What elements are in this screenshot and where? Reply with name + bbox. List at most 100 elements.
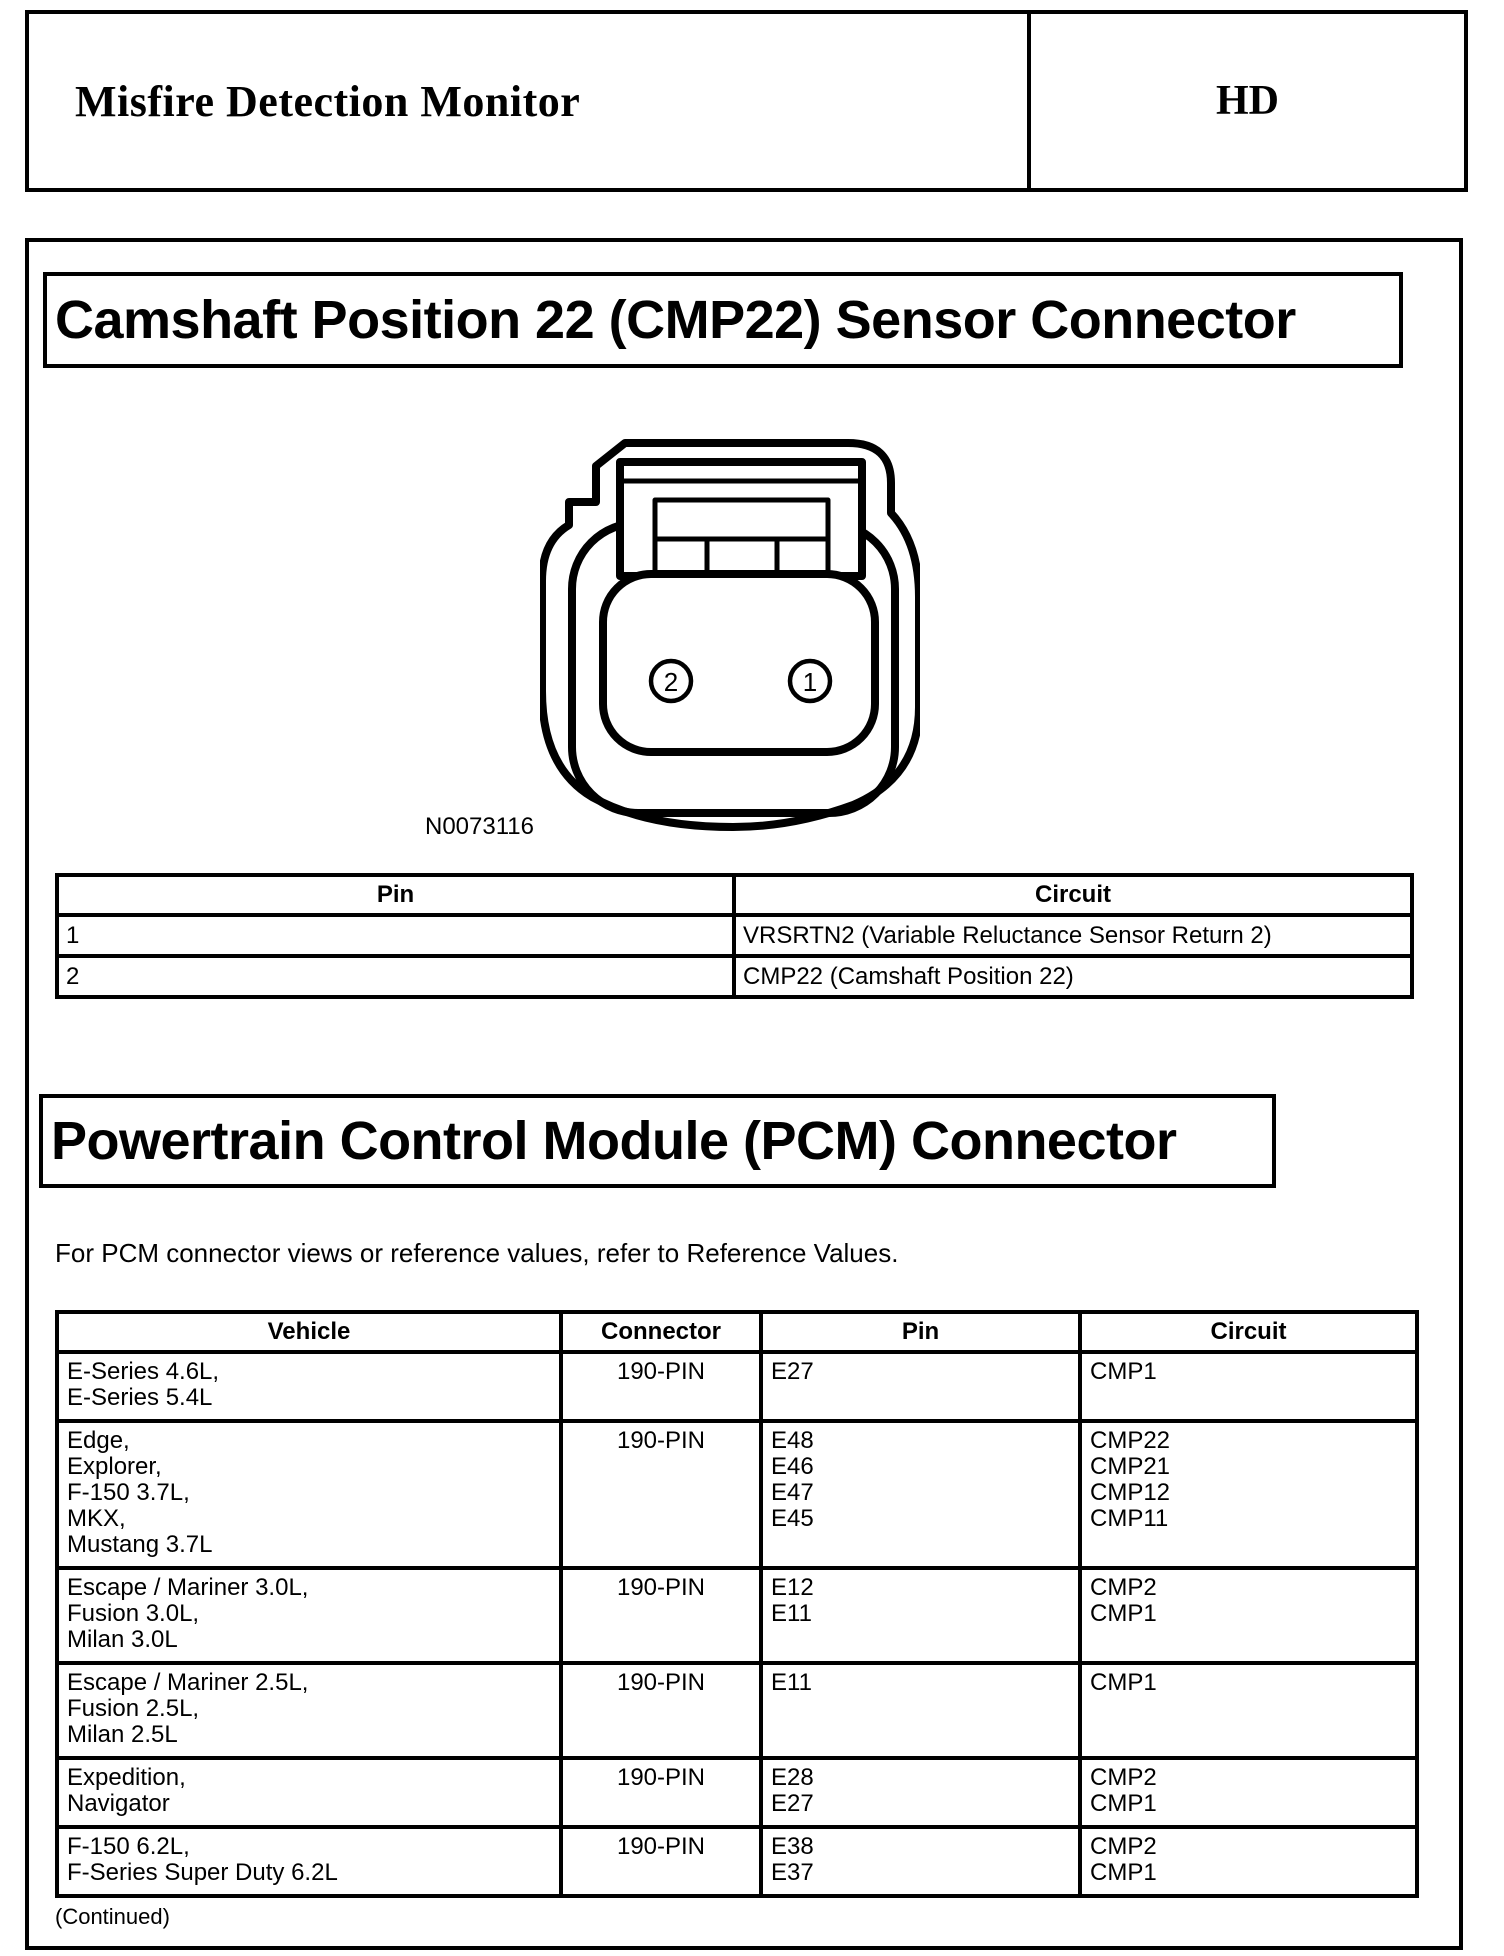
vehicle-table-header-row: Vehicle Connector Pin Circuit bbox=[55, 1310, 1419, 1354]
pin-2-label: 2 bbox=[664, 667, 678, 697]
pin-1-circle bbox=[787, 658, 833, 704]
circuit-cell: CMP1 bbox=[1078, 1661, 1419, 1760]
pin-cell: E11 bbox=[759, 1661, 1082, 1760]
cell-line: E12 bbox=[771, 1574, 814, 1601]
pin-cell: 2 bbox=[55, 954, 736, 999]
vehicle-table-row: Edge,Explorer,F-150 3.7L,MKX,Mustang 3.7… bbox=[55, 1419, 1419, 1570]
cell-line: CMP2 bbox=[1090, 1833, 1157, 1860]
pin-2-circle bbox=[648, 658, 694, 704]
cell-line: CMP2 bbox=[1090, 1574, 1157, 1601]
cell-line: Navigator bbox=[67, 1790, 170, 1817]
connector-cell: 190-PIN bbox=[559, 1825, 763, 1898]
pin-cell: 1 bbox=[55, 913, 736, 958]
circuit-column-header: Circuit bbox=[732, 873, 1414, 917]
cell-line: CMP22 bbox=[1090, 1427, 1171, 1454]
circuit-cell: CMP22 (Camshaft Position 22) bbox=[732, 954, 1414, 999]
cell-line: CMP12 bbox=[1090, 1479, 1171, 1506]
document-header: Misfire Detection Monitor HD bbox=[25, 10, 1468, 192]
connector-diagram: 2 1 bbox=[540, 439, 920, 831]
vehicle-table: Vehicle Connector Pin Circuit E-Series 4… bbox=[55, 1310, 1419, 1898]
cell-line: E28 bbox=[771, 1764, 814, 1791]
pin-table-header-row: Pin Circuit bbox=[55, 873, 1414, 917]
cell-line: E47 bbox=[771, 1479, 814, 1506]
cell-line: Milan 2.5L bbox=[67, 1721, 178, 1748]
connector-figure: 2 1 N0073116 bbox=[29, 439, 1459, 840]
vehicle-cell: Escape / Mariner 3.0L,Fusion 3.0L,Milan … bbox=[55, 1566, 563, 1665]
cell-line: CMP1 bbox=[1090, 1790, 1157, 1817]
cell-line: Expedition, bbox=[67, 1764, 186, 1791]
connector-cell: 190-PIN bbox=[559, 1419, 763, 1570]
section-title-pcm-text: Powertrain Control Module (PCM) Connecto… bbox=[51, 1111, 1177, 1171]
cell-line: CMP2 bbox=[1090, 1764, 1157, 1791]
cell-line: MKX, bbox=[67, 1505, 126, 1532]
cell-line: F-150 6.2L, bbox=[67, 1833, 190, 1860]
cell-line: Edge, bbox=[67, 1427, 130, 1454]
connector-cell: 190-PIN bbox=[559, 1566, 763, 1665]
circuit-cell: CMP1 bbox=[1078, 1350, 1419, 1423]
connector-face bbox=[599, 570, 879, 756]
cell-line: Escape / Mariner 2.5L, bbox=[67, 1669, 309, 1696]
cell-line: E38 bbox=[771, 1833, 814, 1860]
pin-table-head: Pin Circuit bbox=[55, 873, 1414, 917]
header-badge: HD bbox=[1216, 78, 1279, 124]
cell-line: E45 bbox=[771, 1505, 814, 1532]
section-title-cmp22-text: Camshaft Position 22 (CMP22) Sensor Conn… bbox=[55, 290, 1296, 350]
cell-line: E27 bbox=[771, 1358, 814, 1385]
vehicle-cell: Edge,Explorer,F-150 3.7L,MKX,Mustang 3.7… bbox=[55, 1419, 563, 1570]
pin-cell: E27 bbox=[759, 1350, 1082, 1423]
cell-line: Escape / Mariner 3.0L, bbox=[67, 1574, 309, 1601]
cell-line: CMP1 bbox=[1090, 1600, 1157, 1627]
cell-line: Mustang 3.7L bbox=[67, 1531, 213, 1558]
connector-cell: 190-PIN bbox=[559, 1756, 763, 1829]
pcm-intro-text: For PCM connector views or reference val… bbox=[55, 1238, 687, 1268]
cell-line: Fusion 3.0L, bbox=[67, 1600, 200, 1627]
continued-note: (Continued) bbox=[55, 1904, 170, 1929]
cell-line: F-150 3.7L, bbox=[67, 1479, 190, 1506]
vehicle-table-row: Escape / Mariner 3.0L,Fusion 3.0L,Milan … bbox=[55, 1566, 1419, 1665]
pin-column-header: Pin bbox=[759, 1310, 1082, 1354]
pcm-intro: For PCM connector views or reference val… bbox=[55, 1238, 1459, 1268]
document-header-title-cell: Misfire Detection Monitor bbox=[29, 14, 1031, 188]
connector-column-header: Connector bbox=[559, 1310, 763, 1354]
cell-line: F-Series Super Duty 6.2L bbox=[67, 1859, 338, 1886]
cell-line: E-Series 5.4L bbox=[67, 1384, 213, 1411]
vehicle-table-row: Escape / Mariner 2.5L,Fusion 2.5L,Milan … bbox=[55, 1661, 1419, 1760]
vehicle-cell: Expedition,Navigator bbox=[55, 1756, 563, 1829]
connector-cell: 190-PIN bbox=[559, 1350, 763, 1423]
cell-line: E27 bbox=[771, 1790, 814, 1817]
circuit-cell: VRSRTN2 (Variable Reluctance Sensor Retu… bbox=[732, 913, 1414, 958]
pin-column-header: Pin bbox=[55, 873, 736, 917]
document-header-badge-cell: HD bbox=[1031, 14, 1464, 188]
cell-line: Milan 3.0L bbox=[67, 1626, 178, 1653]
cell-line: CMP1 bbox=[1090, 1358, 1157, 1385]
cell-line: CMP1 bbox=[1090, 1669, 1157, 1696]
cell-line: E37 bbox=[771, 1859, 814, 1886]
figure-label: N0073116 bbox=[425, 813, 534, 840]
cell-line: E48 bbox=[771, 1427, 814, 1454]
cell-line: CMP21 bbox=[1090, 1453, 1171, 1480]
vehicle-table-head: Vehicle Connector Pin Circuit bbox=[55, 1310, 1419, 1354]
connector-outer-shell bbox=[540, 439, 920, 831]
reference-values-link[interactable]: Reference Values. bbox=[686, 1238, 899, 1268]
vehicle-cell: F-150 6.2L,F-Series Super Duty 6.2L bbox=[55, 1825, 563, 1898]
vehicle-cell: Escape / Mariner 2.5L,Fusion 2.5L,Milan … bbox=[55, 1661, 563, 1760]
cell-line: CMP11 bbox=[1090, 1505, 1169, 1532]
pin-1-label: 1 bbox=[803, 667, 817, 697]
vehicle-column-header: Vehicle bbox=[55, 1310, 563, 1354]
circuit-column-header: Circuit bbox=[1078, 1310, 1419, 1354]
